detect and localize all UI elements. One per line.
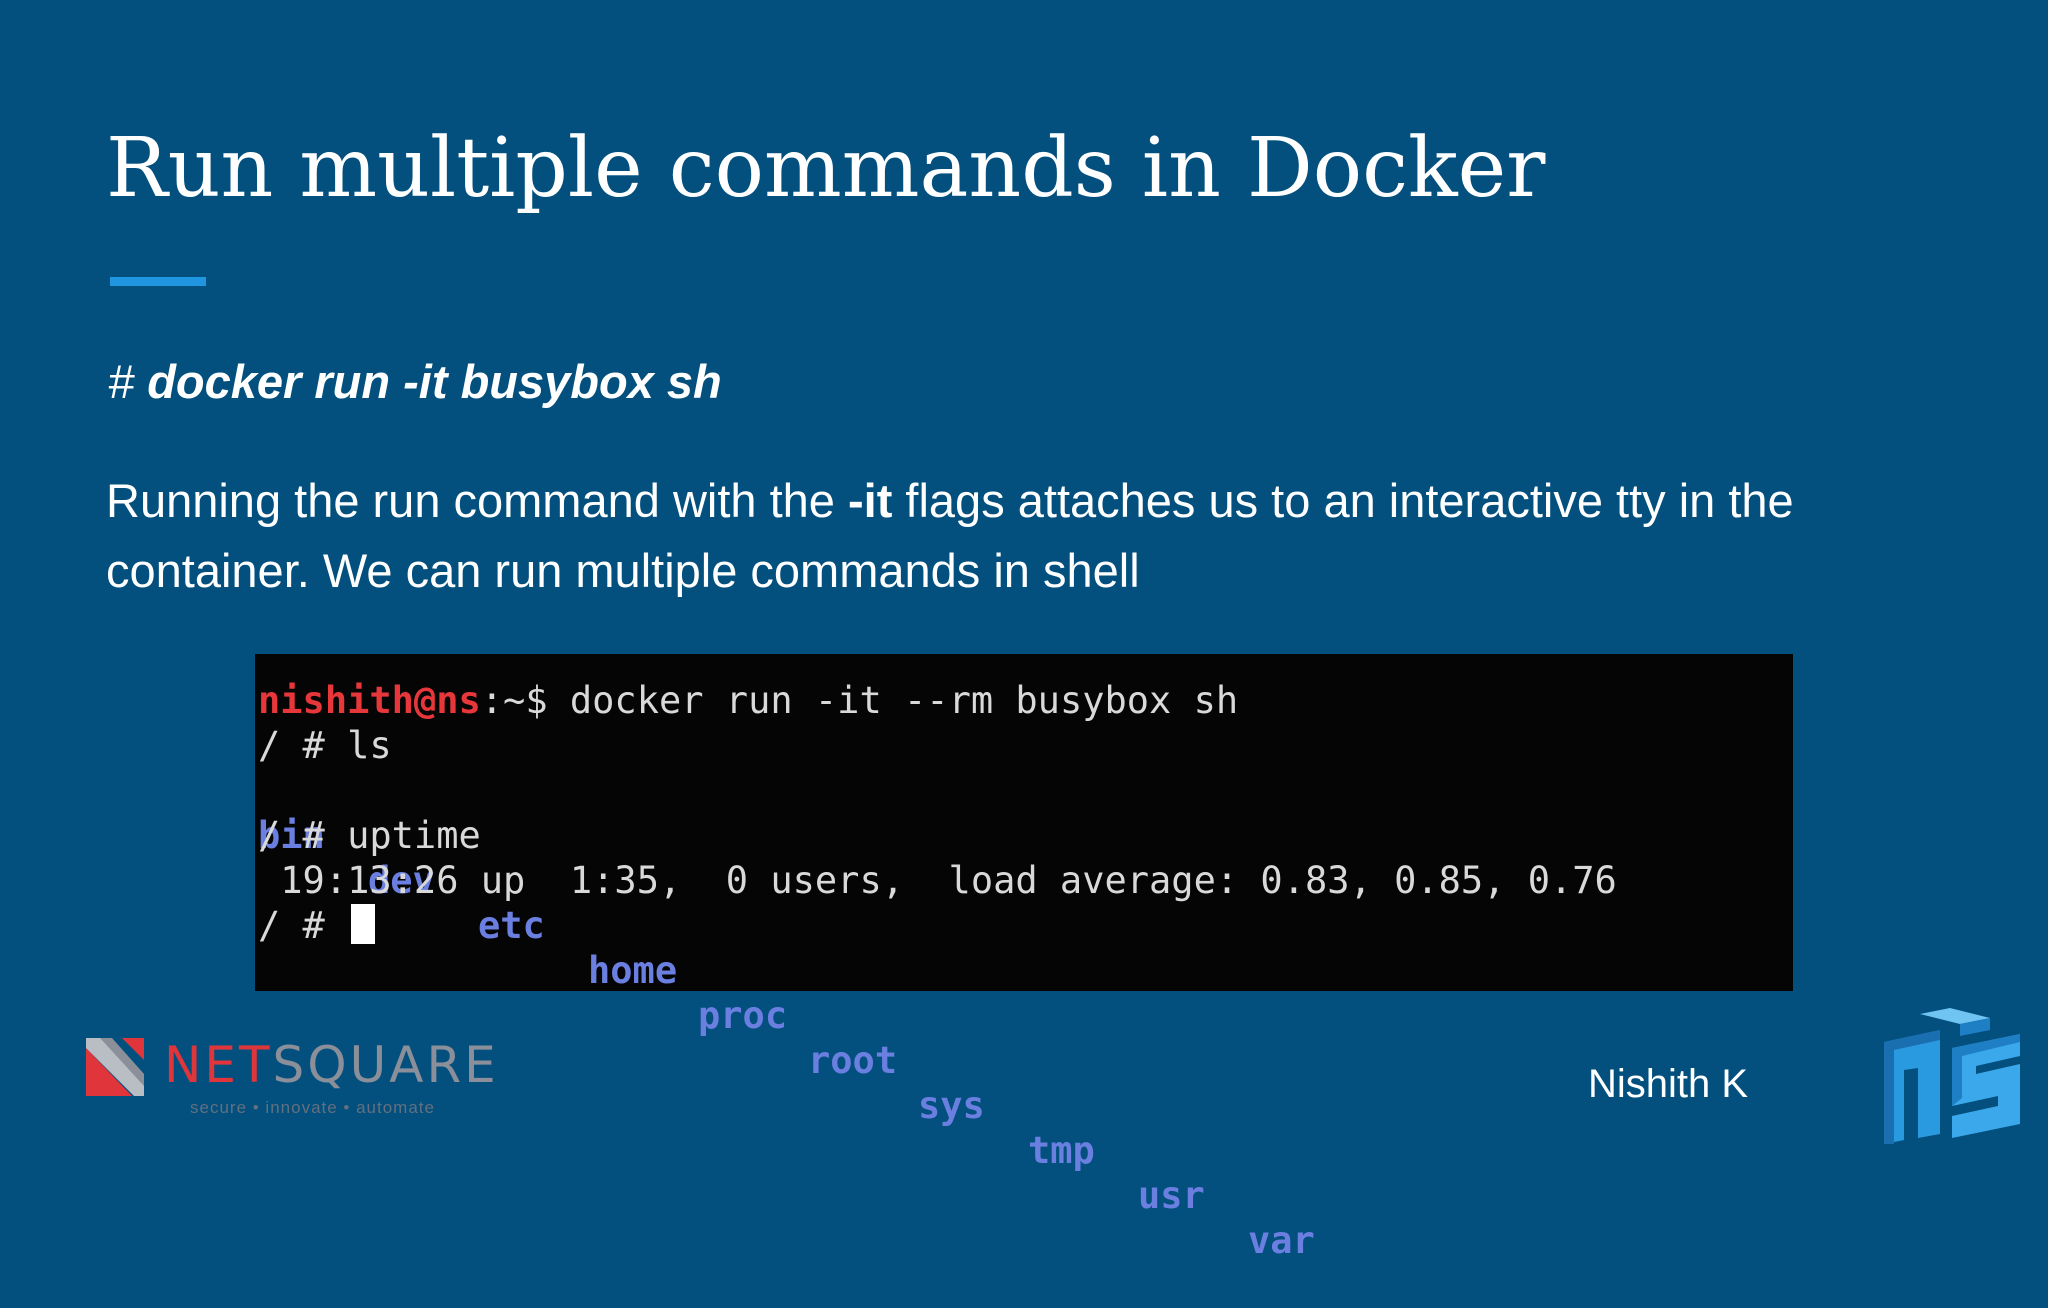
terminal-line-uptime: / # uptime	[258, 813, 481, 858]
directory-entry: usr	[1138, 1174, 1205, 1217]
ns-logo-icon	[1884, 1008, 2020, 1144]
shell-prompt: / #	[258, 724, 348, 767]
directory-entry: var	[1248, 1219, 1315, 1262]
author-name: Nishith K	[1588, 1062, 1749, 1106]
terminal-line-docker-run: nishith@ns:~$ docker run -it --rm busybo…	[258, 678, 1238, 723]
directory-entry: bin	[258, 814, 325, 857]
terminal-screenshot: nishith@ns:~$ docker run -it --rm busybo…	[255, 654, 1793, 1262]
directory-entry: etc	[478, 904, 545, 947]
directory-entry: proc	[698, 994, 788, 1037]
slide: Run multiple commands in Docker # docker…	[82, 121, 2020, 1262]
terminal-command: docker run -it --rm busybox sh	[569, 679, 1239, 722]
command-hash: #	[108, 355, 148, 408]
terminal-line-ls: / # ls	[258, 723, 392, 768]
logo-net: NET	[164, 1036, 273, 1094]
description-flag: -it	[847, 474, 893, 527]
terminal-prompt-user: nishith@ns	[258, 679, 481, 722]
description-part-1: Running the run command with the	[106, 474, 848, 527]
logo-square: SQUARE	[272, 1036, 499, 1094]
shell-prompt: / #	[258, 814, 348, 857]
title-underline	[110, 277, 206, 286]
uptime-command: uptime	[347, 814, 481, 857]
directory-entry: dev	[368, 859, 435, 902]
ls-command: ls	[347, 724, 392, 767]
terminal-cursor	[351, 904, 376, 944]
terminal-line-directory-listing: bin dev etc home proc root sys tmp usr v…	[258, 768, 1315, 1262]
netsquare-logo: NETSQUARE secure • innovate • automate	[82, 1034, 502, 1124]
command-text: docker run -it busybox sh	[147, 355, 722, 408]
netsquare-logo-icon	[86, 1038, 144, 1096]
shell-prompt: / #	[258, 904, 348, 947]
description: Running the run command with the -it fla…	[106, 466, 1966, 606]
directory-entry: tmp	[1028, 1129, 1095, 1172]
netsquare-wordmark: NETSQUARE	[164, 1034, 499, 1096]
description-part-2: flags attaches us to an interactive tty …	[106, 474, 1794, 597]
slide-title: Run multiple commands in Docker	[106, 121, 1546, 216]
directory-entry: root	[808, 1039, 898, 1082]
terminal-line-uptime-output: 19:13:26 up 1:35, 0 users, load average:…	[258, 859, 1617, 902]
directory-entry: home	[588, 949, 678, 992]
command-heading: # docker run -it busybox sh	[108, 354, 722, 409]
directory-entry: sys	[918, 1084, 985, 1127]
terminal-line-prompt: / #	[258, 903, 376, 948]
terminal-prompt-path: :~$	[480, 679, 570, 722]
logo-tagline: secure • innovate • automate	[190, 1098, 435, 1117]
